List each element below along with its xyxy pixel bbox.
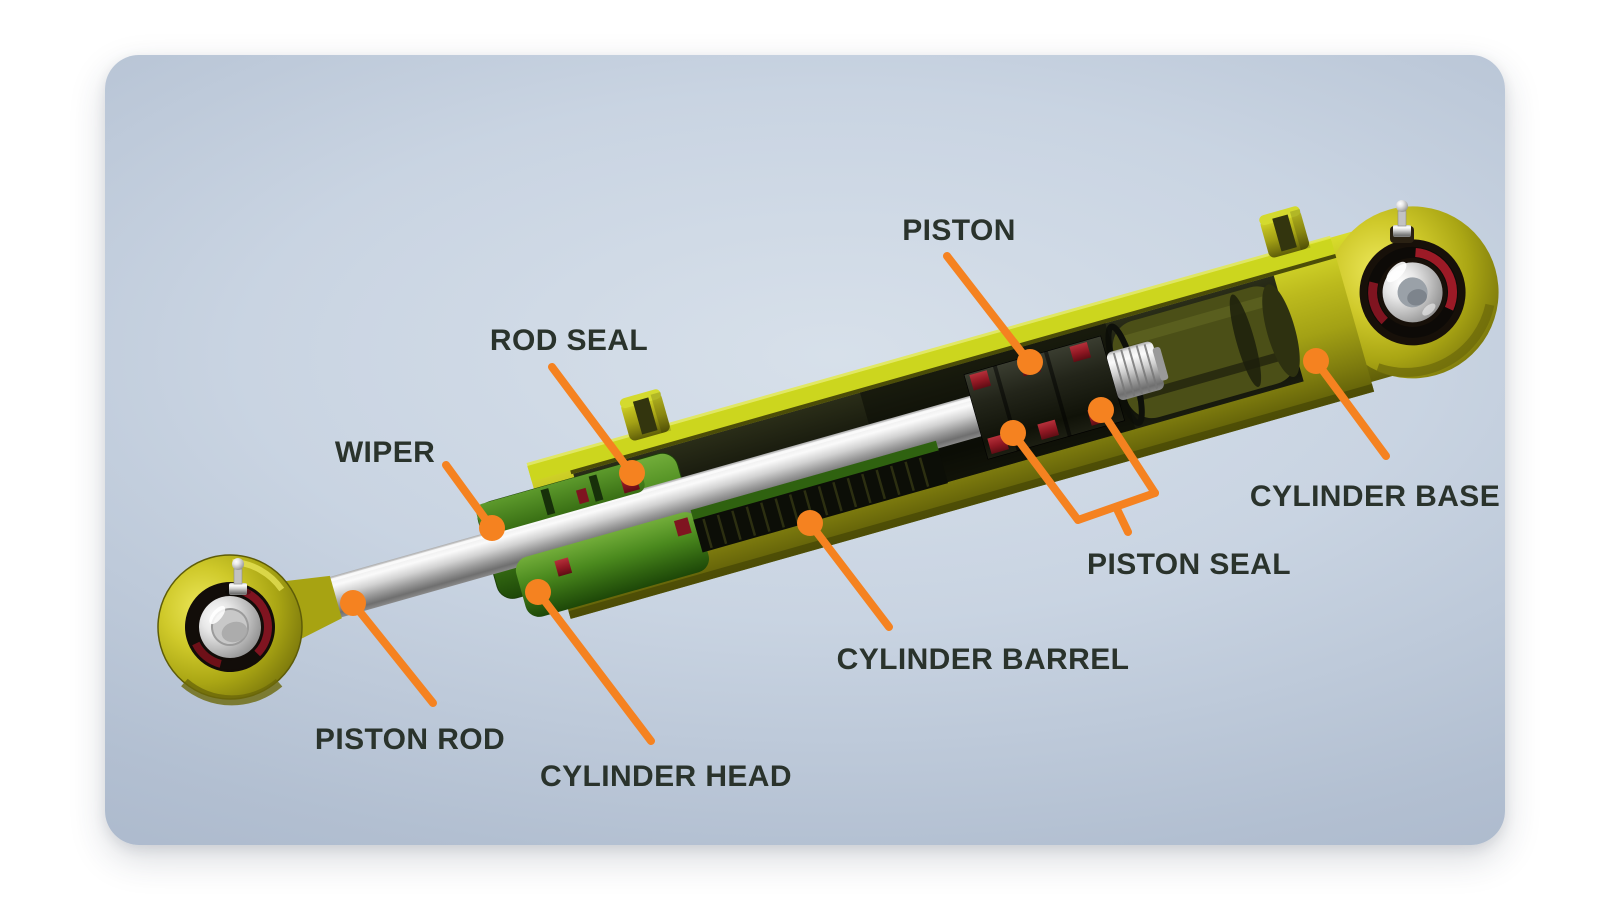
leader-line-wiper <box>442 461 493 528</box>
leader-dot-wiper <box>479 515 505 541</box>
label-cylinder-head: CYLINDER HEAD <box>540 760 792 793</box>
cylinder-illustration <box>157 206 1499 706</box>
label-rod-seal: ROD SEAL <box>490 324 648 357</box>
leader-dot-cylinder-base <box>1303 348 1329 374</box>
leader-line-piston-seal-right <box>1097 406 1159 497</box>
label-piston-rod: PISTON ROD <box>315 723 505 756</box>
leader-line-cylinder-base <box>1314 360 1390 460</box>
leader-dot-cylinder-head <box>525 579 551 605</box>
leader-dot-cylinder-barrel <box>797 510 823 536</box>
base-eye-bearing <box>1359 239 1466 346</box>
port-boss-base <box>1259 206 1311 258</box>
leader-dot-rod-seal <box>619 460 645 486</box>
rod-nut-graphic <box>1106 341 1169 400</box>
label-cylinder-base: CYLINDER BASE <box>1250 480 1500 513</box>
rod-eye <box>157 554 342 706</box>
label-piston-seal: PISTON SEAL <box>1087 548 1291 581</box>
leader-line-rod-seal <box>548 363 633 474</box>
leader-dot-piston-rod <box>340 590 366 616</box>
leader-line-piston-rod <box>352 603 437 707</box>
leader-line-cylinder-head <box>537 592 655 745</box>
label-piston: PISTON <box>902 214 1016 247</box>
leader-line-piston-seal-left <box>1009 429 1159 524</box>
annotations: PISTON ROD SEAL WIPER CYLINDER BASE PIST… <box>315 214 1500 793</box>
port-boss-head <box>619 389 672 441</box>
grease-nipple-base-eye <box>1390 200 1414 243</box>
label-cylinder-barrel: CYLINDER BARREL <box>837 643 1130 676</box>
leader-dot-piston-seal-1 <box>1000 420 1026 446</box>
label-wiper: WIPER <box>335 436 435 469</box>
leader-dot-piston-seal-2 <box>1088 397 1114 423</box>
cylinder-head-front <box>476 440 948 617</box>
leader-line-piston-seal-stub <box>1112 503 1132 536</box>
leader-line-cylinder-barrel <box>808 522 893 631</box>
leader-dot-piston <box>1017 349 1043 375</box>
grease-nipple-rod-eye <box>225 558 251 596</box>
leader-line-piston <box>943 252 1030 362</box>
